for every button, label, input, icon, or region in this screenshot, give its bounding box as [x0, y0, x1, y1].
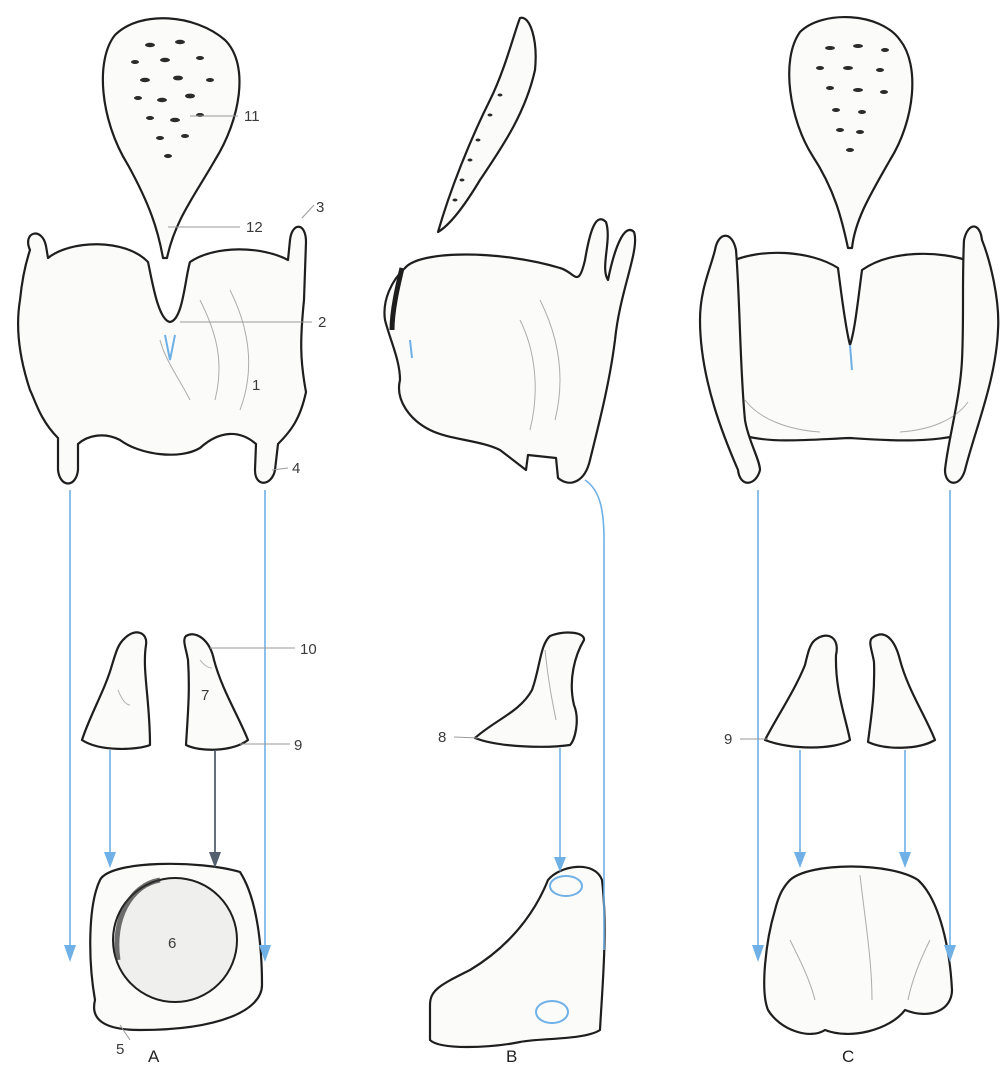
epiglottis-a [103, 18, 240, 258]
label-6: 6 [168, 935, 176, 952]
label-1: 1 [252, 377, 260, 394]
view-label-b: B [506, 1047, 517, 1066]
arytenoid-cartilages-a [82, 632, 248, 749]
view-b [384, 18, 635, 1047]
label-11: 11 [244, 108, 260, 125]
label-2: 2 [318, 314, 326, 331]
label-10: 10 [300, 641, 317, 658]
epiglottis-c [789, 17, 912, 248]
cricoid-cartilage-c [764, 867, 952, 1034]
view-label-a: A [148, 1047, 160, 1066]
thyroid-cartilage-a [18, 227, 306, 484]
label-4: 4 [292, 460, 300, 477]
view-label-c: C [842, 1047, 854, 1066]
label-8: 8 [438, 729, 446, 746]
arytenoid-cartilages-c [765, 634, 935, 747]
label-3: 3 [316, 199, 324, 216]
arytenoid-cartilage-b [475, 633, 584, 747]
label-7: 7 [201, 687, 209, 704]
thyroid-cartilage-b [384, 219, 635, 482]
label-5: 5 [116, 1041, 124, 1058]
view-a [18, 18, 306, 1030]
label-12: 12 [246, 219, 263, 236]
cricoid-cartilage-b [430, 867, 605, 1047]
view-c [700, 17, 998, 1034]
label-9-c: 9 [724, 731, 732, 748]
view-labels: A B C [148, 1047, 854, 1066]
epiglottis-b [438, 18, 536, 232]
thyroid-cartilage-c [700, 227, 998, 483]
label-9-a: 9 [294, 737, 302, 754]
